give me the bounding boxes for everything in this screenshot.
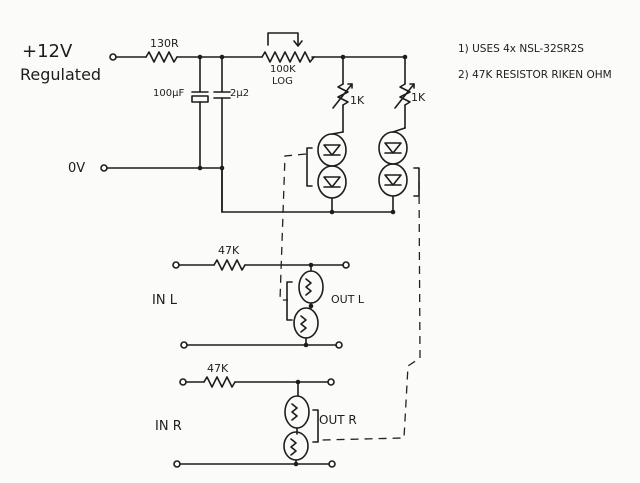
led-pair-left	[306, 131, 347, 213]
electrolytic-cap-label: 100µF	[153, 88, 184, 99]
out-left-label: OUT L	[331, 293, 365, 306]
note-2: 2) 47K RESISTOR RIKEN OHM	[458, 69, 612, 81]
supply-rail	[109, 51, 406, 63]
supply-note-label: Regulated	[20, 65, 101, 84]
input-resistor-right-label: 47K	[207, 362, 229, 375]
in-left-label: IN L	[152, 293, 178, 308]
out-right-label: OUT R	[319, 413, 357, 427]
input-resistor-left-label: 47K	[218, 244, 240, 257]
trimmer-left	[332, 56, 353, 133]
ground-label: 0V	[68, 161, 85, 176]
in-right-label: IN R	[155, 419, 182, 434]
electrolytic-capacitor	[191, 56, 209, 169]
pot-taper-label: LOG	[272, 76, 293, 87]
note-1: 1) USES 4x NSL-32SR2S	[458, 43, 584, 55]
trimmer-right	[394, 56, 415, 129]
supply-voltage-label: +12V	[22, 41, 73, 62]
trim-right-label: 1K	[411, 91, 426, 104]
right-channel	[173, 376, 336, 468]
left-channel	[172, 259, 350, 349]
optical-link-left	[279, 153, 307, 301]
bypass-cap-label: 2µ2	[230, 88, 249, 99]
trim-left-label: 1K	[350, 94, 365, 107]
pot-value-label: 100K	[270, 64, 296, 75]
optical-link-right	[321, 181, 421, 441]
series-resistor-label: 130R	[150, 37, 179, 50]
led-pair-right	[378, 127, 420, 213]
potentiometer	[261, 32, 315, 63]
ground-rail	[100, 164, 393, 213]
